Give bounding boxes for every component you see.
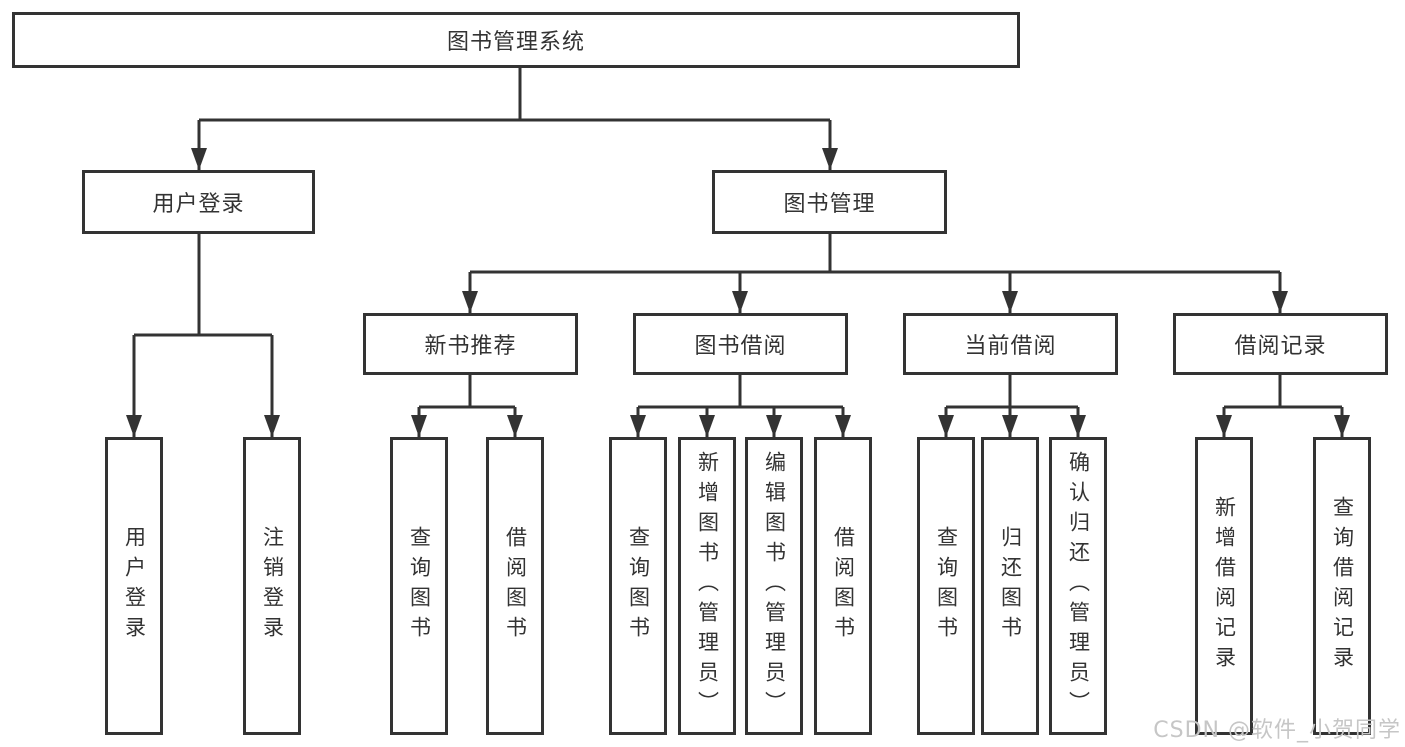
node-borrow-records: 借阅记录 [1173, 313, 1388, 375]
node-label: 借阅图书 [831, 526, 856, 646]
node-label: 图书管理系统 [446, 30, 585, 55]
edge-user-login-to-leaves [126, 234, 280, 437]
edge-root-to-level2 [191, 68, 838, 170]
leaf-current-return-books: 归还图书 [981, 437, 1039, 735]
edge-current-to-leaves [938, 375, 1086, 437]
node-label: 新增借阅记录 [1212, 496, 1237, 676]
node-label: 查询图书 [626, 526, 651, 646]
node-label: 注销登录 [260, 526, 285, 646]
leaf-records-query-record: 查询借阅记录 [1313, 437, 1371, 735]
node-new-book-recommend: 新书推荐 [363, 313, 578, 375]
leaf-current-query-books: 查询图书 [917, 437, 975, 735]
node-current-borrow: 当前借阅 [903, 313, 1118, 375]
node-label: 图书借阅 [694, 334, 787, 359]
node-book-management: 图书管理 [712, 170, 947, 234]
node-label: 查询图书 [934, 526, 959, 646]
leaf-logout: 注销登录 [243, 437, 301, 735]
node-root-system: 图书管理系统 [12, 12, 1020, 68]
node-label: 新增图书（管理员） [695, 451, 720, 721]
node-label: 借阅记录 [1234, 334, 1327, 359]
node-label: 用户登录 [152, 192, 245, 217]
edge-new-book-to-leaves [411, 375, 523, 437]
edge-borrowing-to-leaves [630, 375, 851, 437]
node-label: 确认归还（管理员） [1066, 451, 1091, 721]
node-label: 新书推荐 [424, 334, 517, 359]
edge-book-mgmt-to-level3 [462, 234, 1288, 313]
leaf-borrowing-query-books: 查询图书 [609, 437, 667, 735]
leaf-borrowing-borrow-books: 借阅图书 [814, 437, 872, 735]
leaf-newbook-borrow-books: 借阅图书 [486, 437, 544, 735]
node-label: 查询借阅记录 [1330, 496, 1355, 676]
edge-records-to-leaves [1216, 375, 1350, 437]
leaf-user-login: 用户登录 [105, 437, 163, 735]
node-label: 借阅图书 [503, 526, 528, 646]
node-user-login: 用户登录 [82, 170, 315, 234]
node-label: 用户登录 [122, 526, 147, 646]
leaf-records-add-record: 新增借阅记录 [1195, 437, 1253, 735]
node-book-borrowing: 图书借阅 [633, 313, 848, 375]
node-label: 图书管理 [783, 192, 876, 217]
leaf-newbook-query-books: 查询图书 [390, 437, 448, 735]
node-label: 归还图书 [998, 526, 1023, 646]
node-label: 当前借阅 [964, 334, 1057, 359]
leaf-current-confirm-return-admin: 确认归还（管理员） [1049, 437, 1107, 735]
node-label: 编辑图书（管理员） [762, 451, 787, 721]
leaf-borrowing-edit-books-admin: 编辑图书（管理员） [745, 437, 803, 735]
leaf-borrowing-add-books-admin: 新增图书（管理员） [678, 437, 736, 735]
node-label: 查询图书 [407, 526, 432, 646]
csdn-watermark: CSDN @软件_小贺同学 [1153, 718, 1401, 743]
